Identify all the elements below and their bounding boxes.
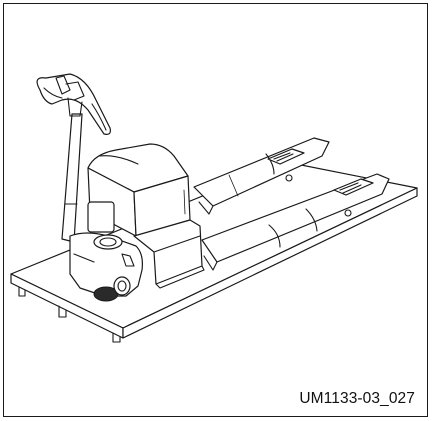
tiller-head <box>36 73 111 135</box>
drive-unit <box>69 201 143 302</box>
figure-frame: UM1133-03_027 <box>3 3 428 417</box>
tiller-arm <box>36 73 111 243</box>
forks <box>193 137 390 271</box>
pallet-truck-on-pallet-illustration <box>10 73 418 343</box>
chassis <box>87 143 205 289</box>
figure-caption: UM1133-03_027 <box>299 390 415 407</box>
